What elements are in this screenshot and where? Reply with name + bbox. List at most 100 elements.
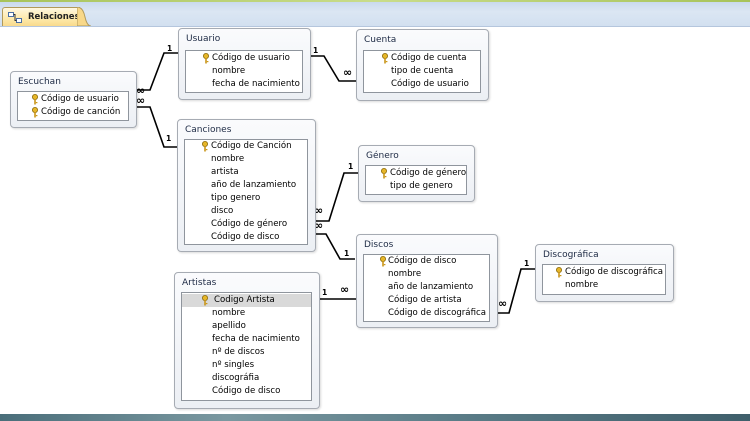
- table-usuario[interactable]: Usuario Código de usuario nombre fecha d…: [178, 28, 311, 100]
- field-name: tipo de genero: [390, 181, 453, 191]
- field-row[interactable]: Código de usuario: [364, 78, 480, 91]
- field-row[interactable]: nombre: [182, 307, 311, 320]
- tab-label: Relaciones: [28, 12, 80, 22]
- field-name: Código de género: [390, 168, 467, 178]
- field-row[interactable]: nombre: [364, 268, 489, 281]
- field-row-selected[interactable]: Codigo Artista: [182, 294, 311, 307]
- field-list[interactable]: Código de Canción nombre artista año de …: [184, 139, 308, 245]
- key-icon: [202, 295, 208, 306]
- field-row[interactable]: Código de canción: [18, 106, 128, 119]
- table-cuenta[interactable]: Cuenta Código de cuenta tipo de cuenta C…: [356, 29, 489, 101]
- cardinality-one: 1: [313, 46, 319, 55]
- field-row[interactable]: Código de género: [366, 167, 466, 180]
- field-row[interactable]: tipo de genero: [366, 180, 466, 193]
- field-row[interactable]: disco: [185, 205, 307, 218]
- table-escuchan[interactable]: Escuchan Código de usuario Código de can…: [10, 71, 137, 128]
- field-row[interactable]: Código de género: [185, 218, 307, 231]
- field-list[interactable]: Codigo Artista nombre apellido fecha de …: [181, 292, 312, 401]
- field-name: fecha de nacimiento: [212, 79, 300, 89]
- field-name: nombre: [388, 269, 422, 279]
- field-name: disco: [211, 206, 234, 216]
- field-list[interactable]: Código de usuario nombre fecha de nacimi…: [185, 50, 303, 93]
- rel-escuchan-usuario: [136, 52, 178, 91]
- rel-canciones-genero: [314, 172, 358, 222]
- field-list[interactable]: Código de usuario Código de canción: [17, 91, 129, 121]
- field-row[interactable]: Código de disco: [182, 385, 311, 398]
- field-list[interactable]: Código de cuenta tipo de cuenta Código d…: [363, 50, 481, 93]
- key-icon: [380, 256, 386, 267]
- field-row[interactable]: Código de usuario: [18, 93, 128, 106]
- field-row[interactable]: fecha de nacimiento: [182, 333, 311, 346]
- field-row[interactable]: Código de artista: [364, 294, 489, 307]
- field-name: Código de Canción: [211, 141, 292, 151]
- field-row[interactable]: Código de usuario: [186, 52, 302, 65]
- table-canciones[interactable]: Canciones Código de Canción nombre artis…: [177, 119, 316, 252]
- table-title: Discográfica: [543, 250, 599, 260]
- rel-usuario-cuenta: [309, 55, 356, 82]
- cardinality-one: 1: [166, 134, 172, 143]
- cardinality-one: 1: [344, 249, 350, 258]
- field-row[interactable]: Código de disco: [364, 255, 489, 268]
- rel-canciones-discos: [314, 233, 355, 260]
- field-list[interactable]: Código de género tipo de genero: [365, 165, 467, 195]
- field-name: Código de usuario: [391, 79, 469, 89]
- field-name: Código de discográfica: [388, 308, 486, 318]
- field-row[interactable]: nombre: [543, 279, 665, 292]
- table-title: Usuario: [186, 34, 221, 44]
- field-row[interactable]: Código de discográfica: [543, 266, 665, 279]
- key-icon: [556, 267, 562, 278]
- table-title: Género: [366, 151, 399, 161]
- field-row[interactable]: Código de cuenta: [364, 52, 480, 65]
- table-artistas[interactable]: Artistas Codigo Artista nombre apellido …: [174, 272, 320, 409]
- field-row[interactable]: apellido: [182, 320, 311, 333]
- cardinality-many: ∞: [136, 84, 146, 97]
- field-row[interactable]: nº singles: [182, 359, 311, 372]
- field-name: Código de cuenta: [391, 53, 467, 63]
- field-list[interactable]: Código de disco nombre año de lanzamient…: [363, 254, 490, 322]
- field-row[interactable]: nº de discos: [182, 346, 311, 359]
- cardinality-many: ∞: [314, 219, 324, 232]
- field-list[interactable]: Código de discográfica nombre: [542, 264, 666, 295]
- rel-discos-discografica: [496, 268, 535, 314]
- field-row[interactable]: año de lanzamiento: [364, 281, 489, 294]
- key-icon: [382, 53, 388, 64]
- field-name: Código de discográfica: [565, 267, 663, 277]
- field-name: discográfia: [212, 373, 260, 383]
- field-name: apellido: [212, 321, 246, 331]
- relationships-icon: [8, 12, 22, 23]
- taskbar-strip: [0, 414, 750, 421]
- field-name: nombre: [211, 154, 245, 164]
- field-row[interactable]: tipo genero: [185, 192, 307, 205]
- field-name: Código de usuario: [212, 53, 290, 63]
- field-row[interactable]: nombre: [186, 65, 302, 78]
- field-name: Código de disco: [388, 256, 457, 266]
- cardinality-many: ∞: [498, 297, 508, 310]
- field-row[interactable]: tipo de cuenta: [364, 65, 480, 78]
- field-row[interactable]: Código de Canción: [185, 140, 307, 153]
- field-name: tipo de cuenta: [391, 66, 454, 76]
- field-row[interactable]: Código de discográfica: [364, 307, 489, 320]
- table-discos[interactable]: Discos Código de disco nombre año de lan…: [356, 234, 498, 328]
- field-name: Código de artista: [388, 295, 462, 305]
- field-row[interactable]: fecha de nacimiento: [186, 78, 302, 91]
- field-name: Código de usuario: [41, 94, 119, 104]
- table-genero[interactable]: Género Código de género tipo de genero: [358, 145, 475, 202]
- field-name: Código de disco: [212, 386, 281, 396]
- field-row[interactable]: nombre: [185, 153, 307, 166]
- field-name: Código de género: [211, 219, 288, 229]
- table-discografica[interactable]: Discográfica Código de discográfica nomb…: [535, 244, 674, 302]
- ribbon-accent-strip: [0, 0, 750, 2]
- cardinality-many: ∞: [343, 66, 353, 79]
- table-title: Cuenta: [364, 35, 397, 45]
- field-name: fecha de nacimiento: [212, 334, 300, 344]
- field-name: nombre: [212, 66, 246, 76]
- cardinality-one: 1: [322, 288, 328, 297]
- field-row[interactable]: artista: [185, 166, 307, 179]
- cardinality-one: 1: [524, 259, 530, 268]
- field-row[interactable]: Código de disco: [185, 231, 307, 244]
- field-row[interactable]: año de lanzamiento: [185, 179, 307, 192]
- field-row[interactable]: discográfia: [182, 372, 311, 385]
- tab-relaciones[interactable]: Relaciones: [2, 7, 80, 27]
- table-title: Canciones: [185, 125, 232, 135]
